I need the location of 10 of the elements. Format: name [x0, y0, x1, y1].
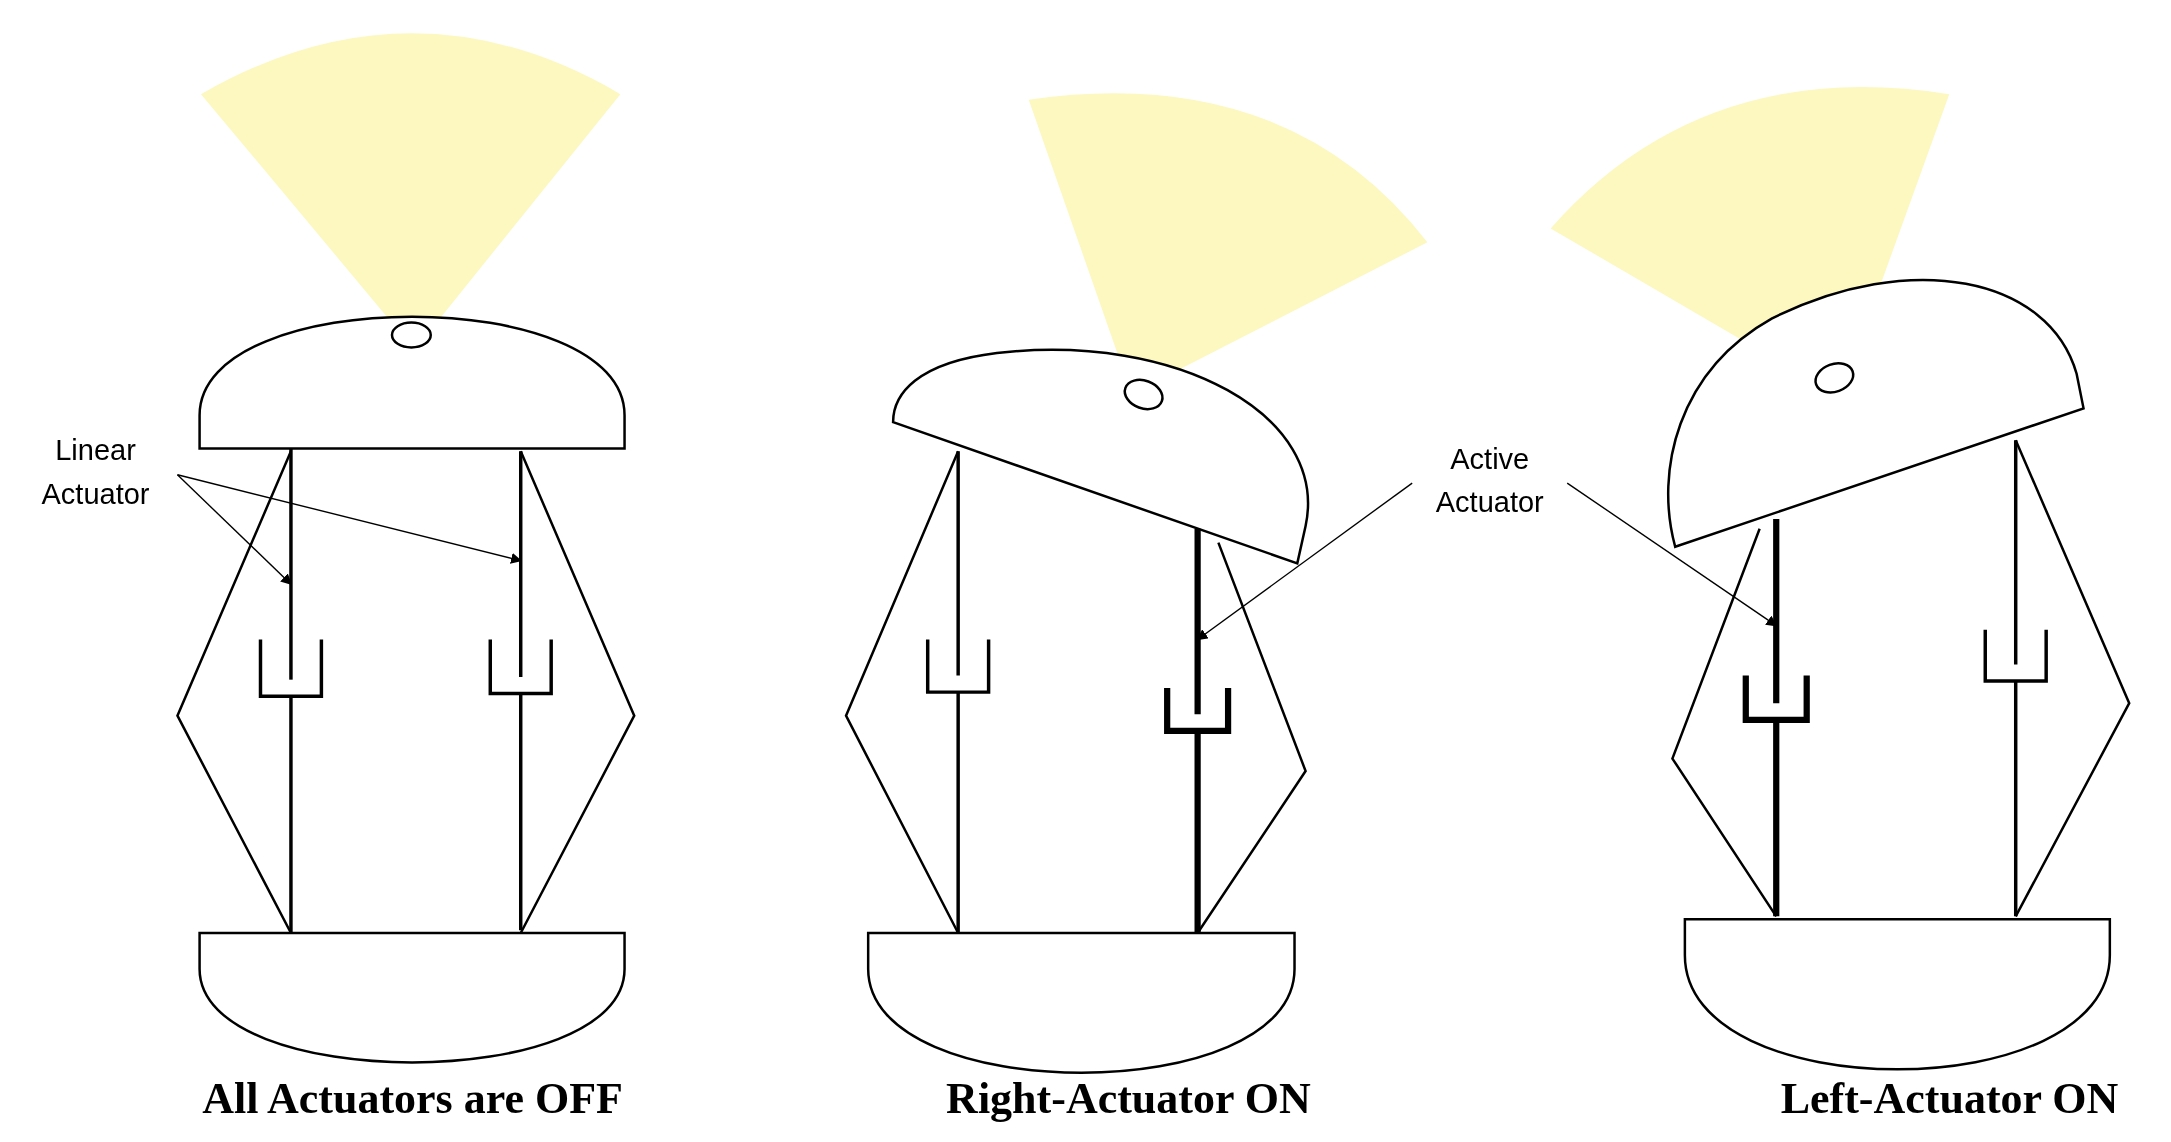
panel-caption: Right-Actuator ON — [946, 1073, 1311, 1126]
linear-actuator — [1164, 528, 1232, 933]
linear-actuator — [1742, 519, 1810, 917]
callout-label: Active Actuator — [1412, 437, 1568, 525]
panel-caption: All Actuators are OFF — [202, 1073, 623, 1126]
linear-actuator — [488, 451, 553, 931]
linear-actuator — [258, 448, 324, 933]
callout-label: Linear Actuator — [13, 429, 178, 517]
leader-line — [176, 474, 292, 586]
panel-caption: Left-Actuator ON — [1780, 1073, 2119, 1126]
